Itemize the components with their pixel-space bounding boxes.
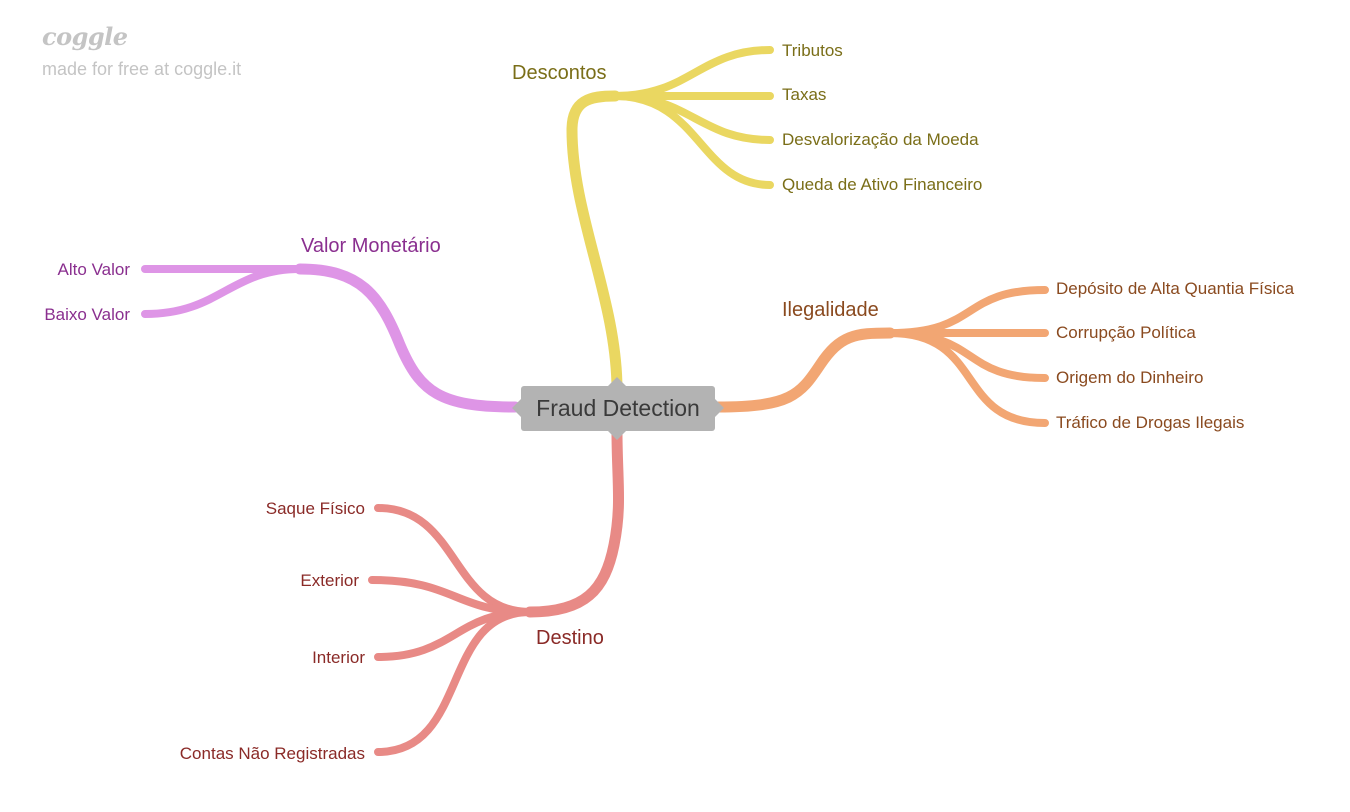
branch-destino [368, 426, 625, 756]
leaf-corrupcao-politica[interactable]: Corrupção Política [1056, 323, 1196, 342]
connector-destino [524, 426, 625, 618]
branch-label-destino[interactable]: Destino [536, 627, 604, 649]
branch-valor-monetario [141, 263, 521, 413]
center-node-box [521, 386, 715, 431]
connector-exterior [368, 576, 534, 616]
center-node[interactable]: Fraud Detection [512, 377, 724, 440]
connector-tributos [611, 46, 774, 100]
leaf-taxas[interactable]: Taxas [782, 85, 826, 104]
coggle-tagline: made for free at coggle.it [42, 59, 242, 79]
leaf-desvalorizacao-da-moeda[interactable]: Desvalorização da Moeda [782, 130, 979, 149]
leaf-deposito-de-alta-quantia-fisica[interactable]: Depósito de Alta Quantia Física [1056, 279, 1295, 298]
connector-deposito [886, 286, 1049, 337]
leaf-interior[interactable]: Interior [312, 648, 365, 667]
connector-descontos [566, 90, 623, 396]
leaf-baixo-valor[interactable]: Baixo Valor [44, 305, 130, 324]
connector-baixo-valor [141, 265, 304, 318]
center-node-notch-top [608, 377, 626, 386]
coggle-branding: coggle made for free at coggle.it [42, 22, 241, 80]
connector-trafico [886, 329, 1049, 427]
leaf-alto-valor[interactable]: Alto Valor [58, 260, 131, 279]
leaf-origem-do-dinheiro[interactable]: Origem do Dinheiro [1056, 368, 1203, 387]
branch-descontos [566, 46, 774, 396]
leaf-exterior[interactable]: Exterior [300, 571, 359, 590]
center-node-notch-left [512, 399, 521, 417]
connector-queda [611, 92, 774, 189]
center-node-notch-bottom [608, 431, 626, 440]
leaf-tributos[interactable]: Tributos [782, 41, 843, 60]
branch-label-valor-monetario[interactable]: Valor Monetário [301, 235, 441, 257]
connector-ilegalidade [712, 327, 896, 413]
leaf-contas-nao-registradas[interactable]: Contas Não Registradas [180, 744, 365, 763]
leaf-trafico-de-drogas-ilegais[interactable]: Tráfico de Drogas Ilegais [1056, 413, 1244, 432]
leaf-saque-fisico[interactable]: Saque Físico [266, 499, 365, 518]
branch-label-descontos[interactable]: Descontos [512, 62, 607, 84]
connector-contas [374, 608, 534, 756]
center-node-label: Fraud Detection [536, 395, 700, 421]
coggle-logo: coggle [42, 22, 128, 51]
branch-ilegalidade [712, 286, 1049, 427]
center-node-notch-right [715, 399, 724, 417]
branch-label-ilegalidade[interactable]: Ilegalidade [782, 299, 879, 321]
leaf-queda-de-ativo-financeiro[interactable]: Queda de Ativo Financeiro [782, 175, 982, 194]
connector-valor-monetario [294, 263, 521, 413]
